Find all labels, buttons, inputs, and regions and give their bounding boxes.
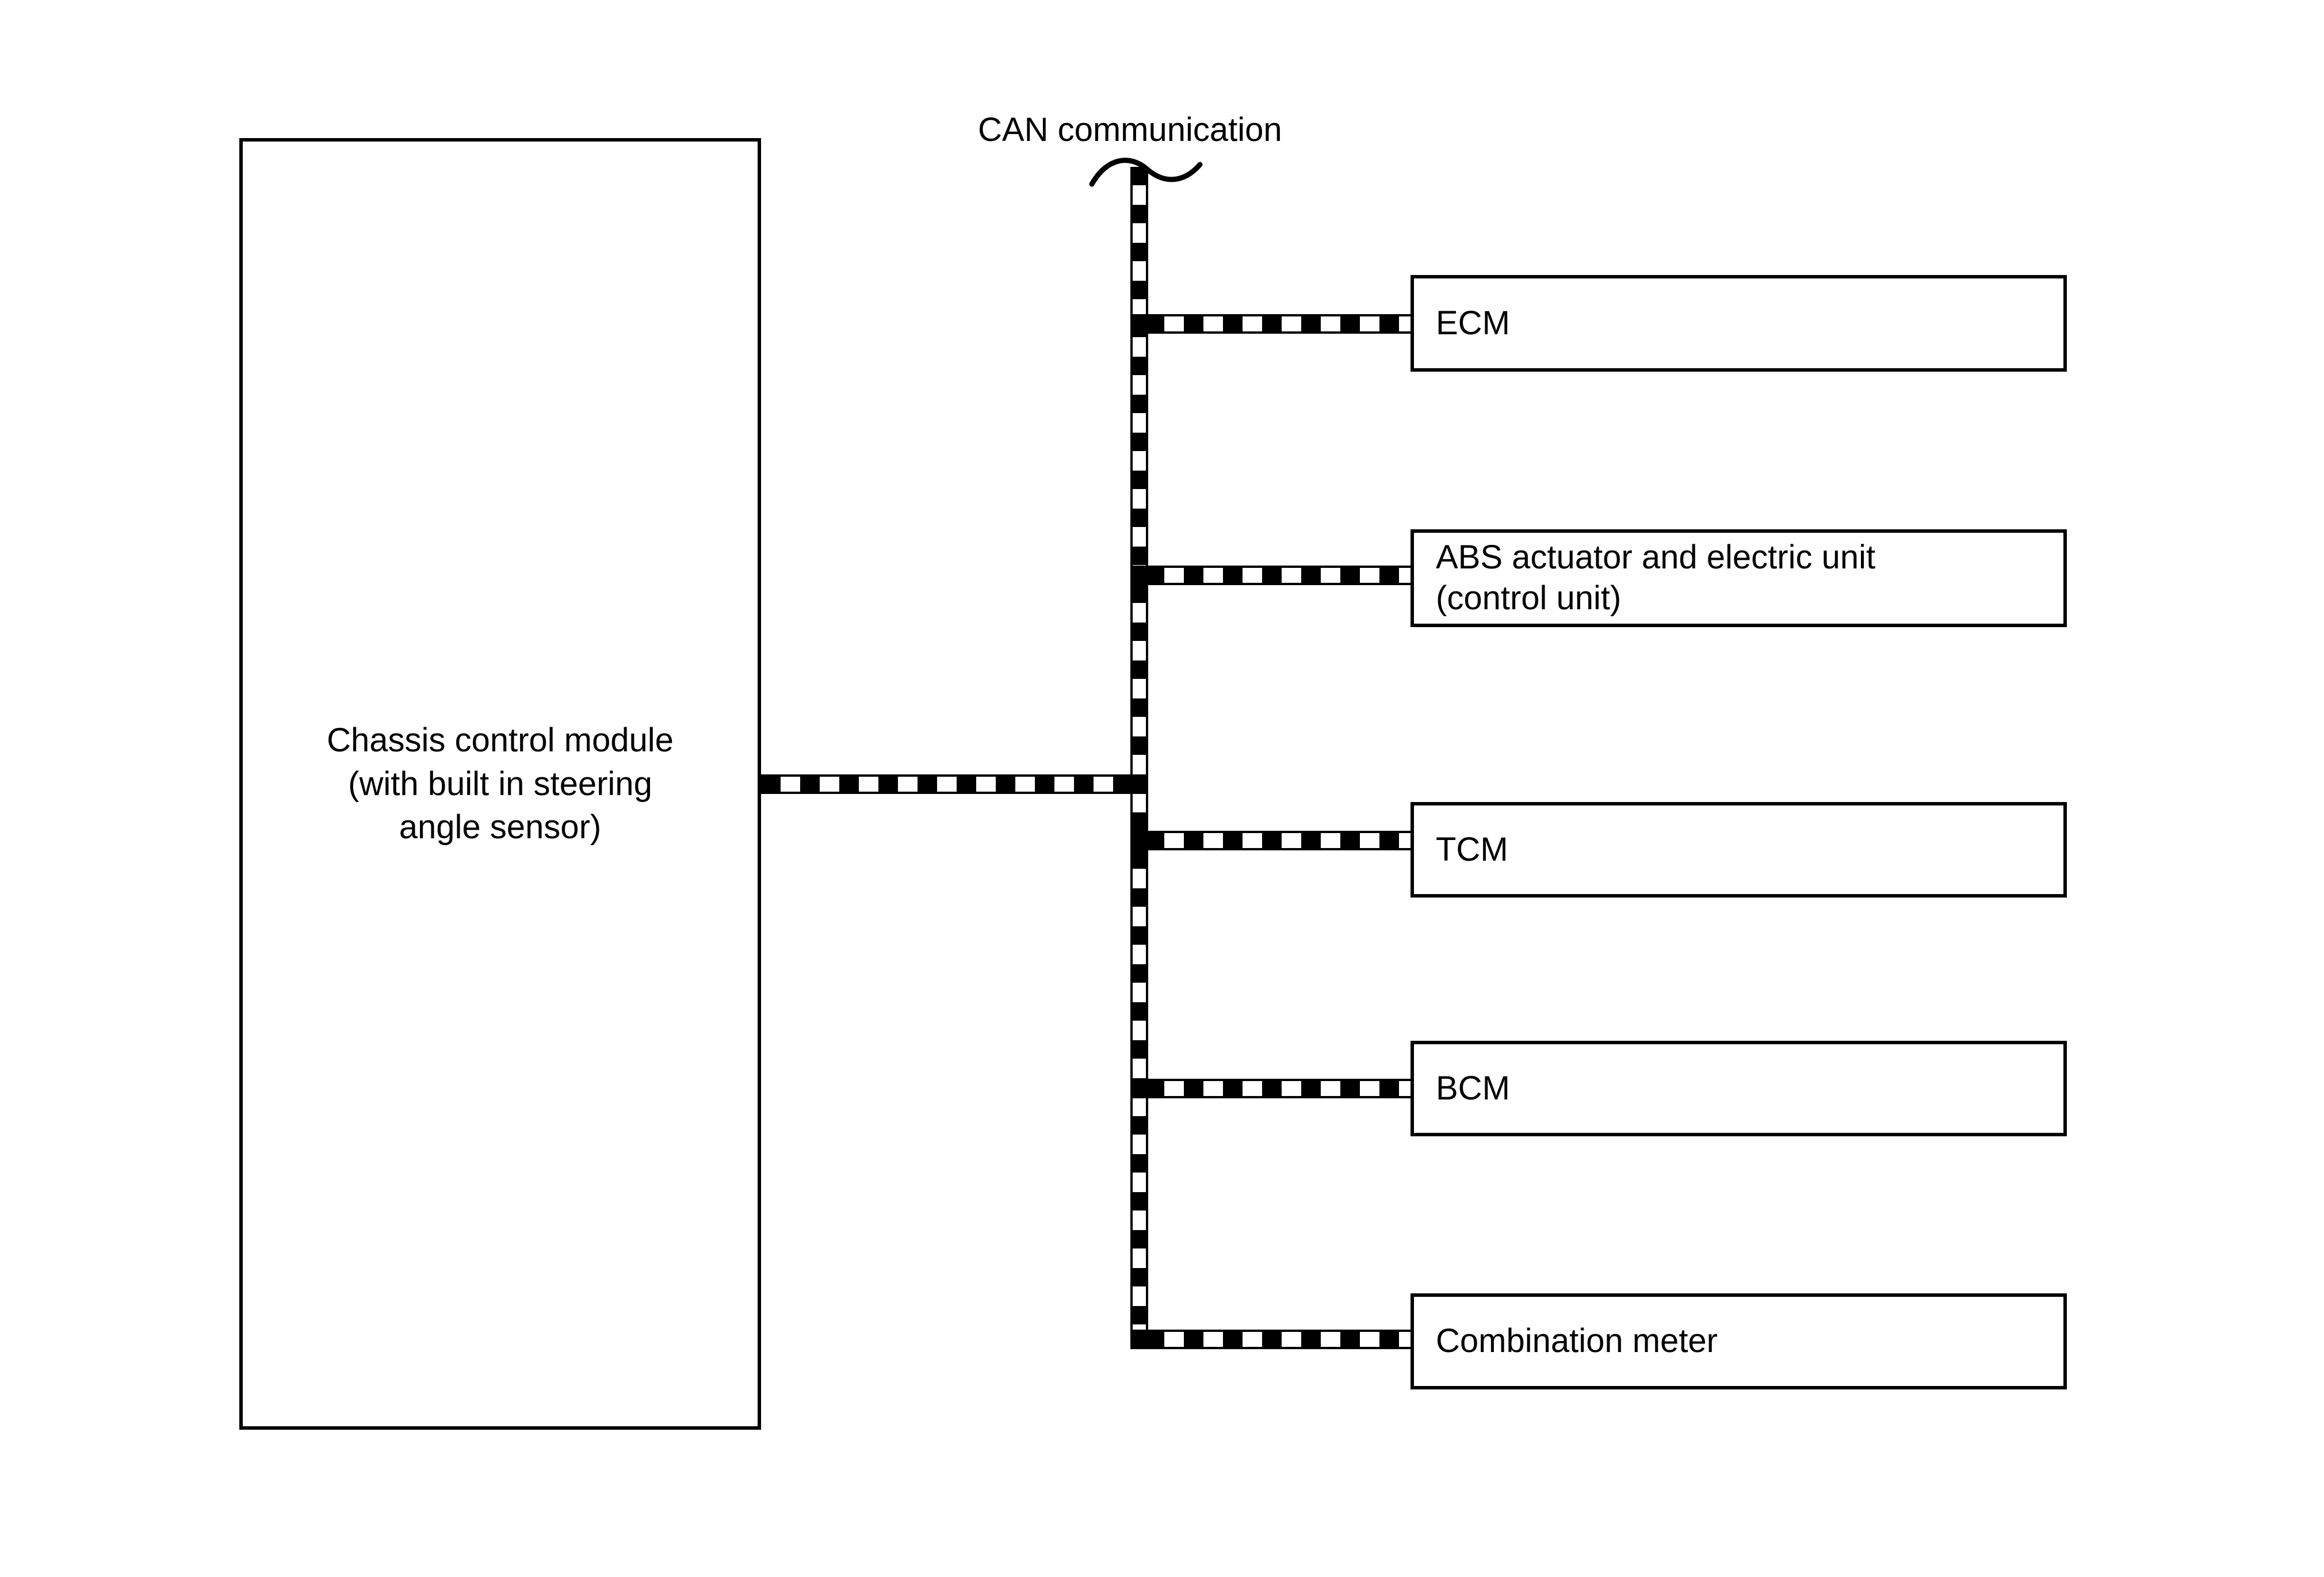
chassis-control-module-box[interactable]: Chassis control module (with built in st… [239, 138, 761, 1430]
ecm-label: ECM [1436, 304, 1510, 342]
can-bus-branch-ecm [1145, 314, 1414, 334]
can-bus-junction-abs [1130, 566, 1148, 585]
abs-actuator-box[interactable]: ABS actuator and electric unit (control … [1411, 529, 2067, 627]
can-communication-label: CAN communication [978, 111, 1282, 148]
combination-meter-box[interactable]: Combination meter [1411, 1293, 2067, 1389]
bcm-box[interactable]: BCM [1411, 1041, 2067, 1136]
tcm-label: TCM [1436, 830, 1508, 868]
can-bus-branch-tcm [1145, 831, 1414, 850]
bcm-label: BCM [1436, 1069, 1510, 1107]
can-bus-corner-terminus [1130, 1330, 1148, 1349]
abs-actuator-label: ABS actuator and electric unit (control … [1436, 539, 1876, 617]
can-bus-branch-abs [1145, 566, 1414, 585]
can-bus-junction-bcm [1130, 1079, 1148, 1098]
can-bus-branch-bcm [1145, 1079, 1414, 1098]
tcm-box[interactable]: TCM [1411, 802, 2067, 898]
combination-meter-label: Combination meter [1436, 1322, 1718, 1360]
can-bus-junction-tcm [1130, 831, 1148, 850]
ecm-box[interactable]: ECM [1411, 275, 2067, 372]
can-bus-branch-combination-meter [1145, 1330, 1414, 1349]
chassis-control-module-label: Chassis control module (with built in st… [327, 721, 674, 846]
can-bus-vertical-trunk [1130, 167, 1148, 1349]
can-bus-chassis-link [761, 774, 1135, 794]
can-bus-junction-ecm [1130, 314, 1148, 334]
can-bus-junction-chassis [1130, 774, 1148, 794]
